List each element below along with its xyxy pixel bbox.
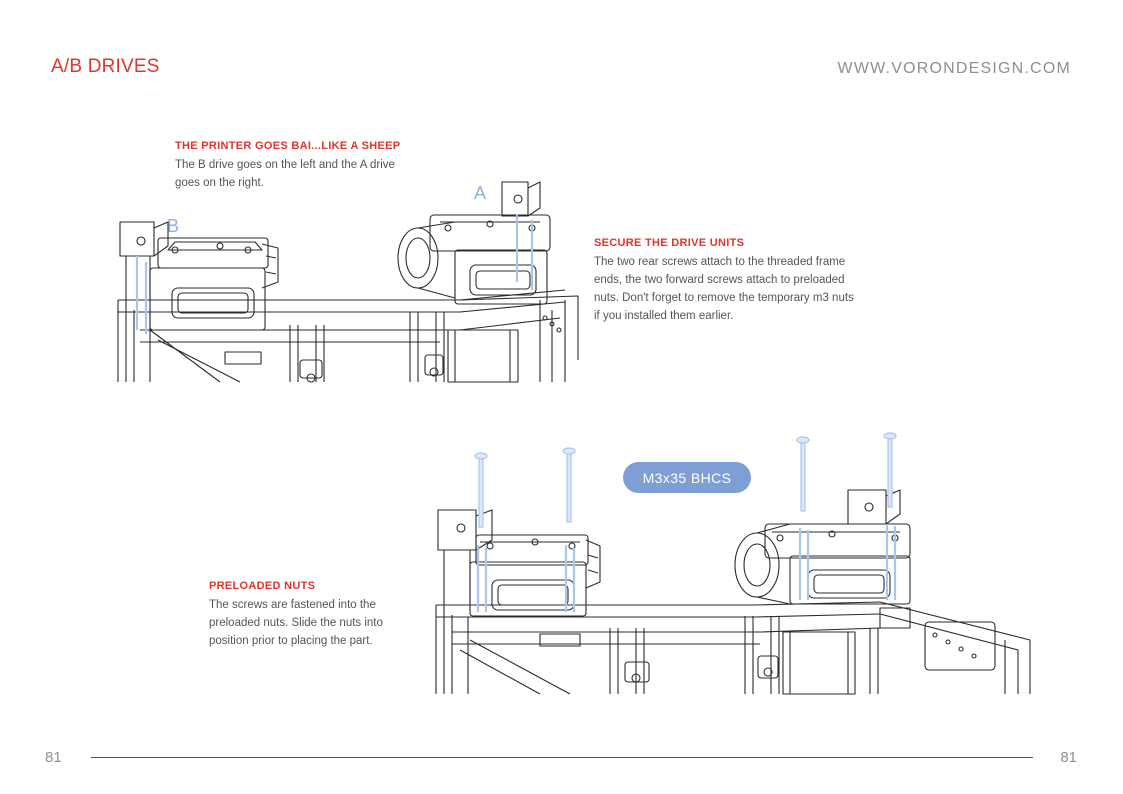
note-secure-drives: SECURE THE DRIVE UNITS The two rear scre… bbox=[594, 237, 856, 325]
note-body: The screws are fastened into the preload… bbox=[209, 599, 383, 647]
page-number-right: 81 bbox=[1060, 749, 1077, 766]
note-drive-placement: THE PRINTER GOES BAI...LIKE A SHEEP The … bbox=[175, 140, 415, 192]
m3x35-screws bbox=[474, 432, 897, 528]
site-url[interactable]: WWW.VORONDESIGN.COM bbox=[837, 60, 1071, 77]
drive-a-label: A bbox=[474, 183, 487, 203]
footer-divider bbox=[91, 757, 1033, 758]
screw-spec-badge: M3x35 BHCS bbox=[623, 462, 751, 493]
note-heading: THE PRINTER GOES BAI...LIKE A SHEEP bbox=[175, 140, 401, 152]
note-body: The B drive goes on the left and the A d… bbox=[175, 159, 395, 189]
top-frame-illustration bbox=[117, 181, 579, 383]
note-heading: SECURE THE DRIVE UNITS bbox=[594, 237, 745, 249]
drive-b-label: B bbox=[167, 216, 180, 236]
section-title: A/B DRIVES bbox=[51, 56, 160, 77]
note-heading: PRELOADED NUTS bbox=[209, 580, 316, 592]
note-preloaded-nuts: PRELOADED NUTS The screws are fastened i… bbox=[209, 580, 409, 650]
page-number-left: 81 bbox=[45, 749, 62, 766]
bottom-frame-illustration bbox=[435, 489, 1031, 695]
note-body: The two rear screws attach to the thread… bbox=[594, 256, 854, 322]
